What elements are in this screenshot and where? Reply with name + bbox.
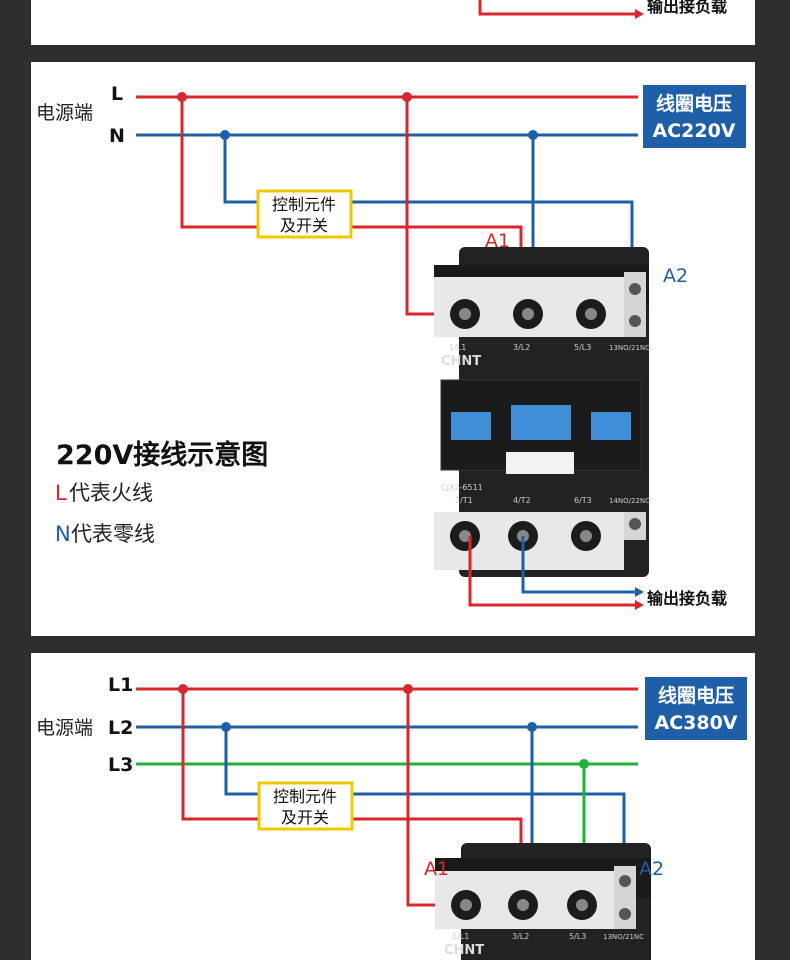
terminal-label: 1/L1 — [449, 343, 466, 352]
output-arrow — [635, 9, 644, 19]
terminal-label: 5/L3 — [574, 343, 591, 352]
line-n-label: N — [109, 125, 125, 147]
armature-center — [511, 405, 571, 440]
model-label: CJX2-6511 — [441, 483, 483, 492]
control-label-line2: 及开关 — [281, 808, 329, 827]
terminal-screw-head — [576, 899, 588, 911]
voltage-title: 线圈电压 — [656, 92, 732, 115]
terminal-label: 13NO/21NC — [609, 344, 650, 352]
diagram-heading: 220V接线示意图 — [56, 439, 268, 471]
aux-terminal-screw — [619, 908, 631, 920]
terminal-label: 14NO/22NC — [609, 497, 650, 505]
line-l2-label: L2 — [108, 717, 133, 739]
line-l1-label: L1 — [108, 674, 133, 696]
terminal-label: 13NO/21NC — [603, 933, 644, 941]
brand-logo: CHNT — [444, 943, 484, 958]
terminal-screw-head — [522, 308, 534, 320]
brand-logo: CHNT — [441, 354, 481, 369]
output-wire-red — [478, 0, 636, 16]
terminal-screw-head — [459, 308, 471, 320]
control-label-line1: 控制元件 — [272, 195, 336, 214]
line-l-label: L — [111, 83, 123, 105]
aux-terminal-screw — [629, 518, 641, 530]
output-label: 输出接负载 — [647, 0, 727, 16]
control-switch-box — [256, 189, 353, 239]
terminal-label: 2/T1 — [455, 496, 473, 505]
armature-right — [591, 412, 631, 440]
terminal-label: 3/L2 — [512, 932, 529, 941]
legend-n-letter: N — [55, 522, 71, 546]
output-arrow — [635, 600, 644, 610]
control-label-line1: 控制元件 — [273, 787, 337, 806]
terminal-label: 1/L1 — [452, 932, 469, 941]
top-diagram-svg: 输出接负载 — [478, 0, 727, 19]
legend-l-letter: L — [55, 481, 67, 505]
terminal-label: 4/T2 — [513, 496, 531, 505]
terminal-label: 5/L3 — [569, 932, 586, 941]
power-source-label: 电源端 — [36, 717, 93, 739]
diagram-220v-svg: 电源端 L N 线圈电压 AC220V 控制元件 及开关 — [36, 83, 746, 610]
terminal-label: 6/T3 — [574, 496, 592, 505]
terminal-screw-head — [517, 899, 529, 911]
voltage-title: 线圈电压 — [658, 684, 734, 707]
control-wire-blue — [224, 727, 626, 873]
control-switch-box — [257, 781, 354, 831]
output-wire-blue — [521, 536, 636, 594]
control-wire-blue — [223, 135, 634, 277]
terminal-screw-head — [585, 308, 597, 320]
output-label: 输出接负载 — [647, 589, 727, 608]
voltage-value: AC380V — [654, 712, 737, 734]
voltage-badge — [643, 85, 746, 148]
terminal-screw-head — [580, 530, 592, 542]
coil-terminal-a2 — [619, 875, 631, 887]
terminal-label: 3/L2 — [513, 343, 530, 352]
power-source-label: 电源端 — [36, 102, 93, 124]
output-arrow — [635, 587, 644, 597]
coil-terminal-a2 — [629, 283, 641, 295]
diagram-220v-panel: 电源端 L N 线圈电压 AC220V 控制元件 及开关 — [31, 62, 755, 636]
label-plate — [506, 452, 574, 474]
terminal-screw-head — [459, 530, 471, 542]
legend-n-text: 代表零线 — [71, 522, 155, 546]
coil-a1-label: A1 — [424, 858, 449, 880]
output-wire-red — [468, 536, 636, 607]
voltage-value: AC220V — [652, 120, 735, 142]
voltage-badge — [645, 677, 747, 740]
aux-terminal-block — [624, 272, 646, 337]
terminal-screw-head — [460, 899, 472, 911]
legend-l-text: 代表火线 — [69, 481, 153, 505]
coil-a1-label: A1 — [485, 230, 510, 252]
line-l3-label: L3 — [108, 754, 133, 776]
armature-left — [451, 412, 491, 440]
diagram-380v-panel: 电源端 L1 L2 L3 线圈电压 AC380V 控制元件 及开关 — [31, 653, 755, 960]
coil-a2-label: A2 — [639, 858, 664, 880]
diagram-380v-svg: 电源端 L1 L2 L3 线圈电压 AC380V 控制元件 及开关 — [36, 674, 747, 960]
contactor-device: 1/L1 3/L2 5/L3 13NO/21NC CHNT CJX2-6511 … — [434, 247, 650, 577]
control-label-line2: 及开关 — [280, 216, 328, 235]
aux-terminal-screw — [629, 315, 641, 327]
coil-a2-label: A2 — [663, 265, 688, 287]
contactor-device: 1/L1 3/L2 5/L3 13NO/21NC CHNT — [435, 843, 651, 960]
top-diagram-panel: 输出接负载 — [31, 0, 755, 45]
